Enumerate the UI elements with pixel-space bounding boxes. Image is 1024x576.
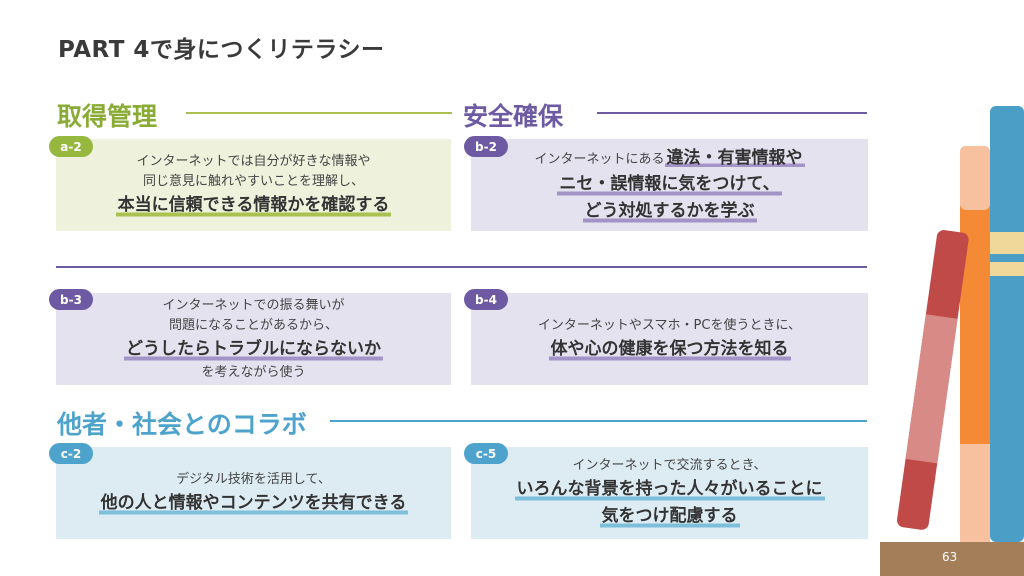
book-teal [990, 106, 1024, 542]
card-c2: デジタル技術を活用して、 他の人と情報やコンテンツを共有できる [56, 447, 451, 539]
card-text-line: インターネットで交流するとき、 [572, 458, 767, 473]
card-emphasis: 体や心の健康を保つ方法を知る [548, 336, 791, 362]
card-a2: インターネットでは自分が好きな情報や 同じ意見に触れやすいことを理解し、 本当に… [56, 139, 451, 231]
card-emphasis: どう対処するかを学ぶ [582, 198, 757, 224]
card-emphasis: いろんな背景を持った人々がいることに [514, 477, 825, 502]
card-text-line: インターネットでは自分が好きな情報や [136, 153, 371, 169]
badge-b2: b-2 [464, 136, 508, 157]
badge-a2: a-2 [49, 136, 93, 157]
card-text-line: 同じ意見に触れやすいことを理解し、 [142, 173, 364, 189]
shelf-base [880, 542, 1024, 576]
badge-b4: b-4 [464, 289, 508, 310]
card-b4: インターネットやスマホ・PCを使うときに、 体や心の健康を保つ方法を知る [471, 293, 868, 385]
card-text-line: を考えながら使う [201, 364, 306, 380]
book-orange-band [960, 146, 990, 210]
book-teal-band [990, 232, 1024, 254]
book-orange-band [960, 444, 990, 542]
badge-c2: c-2 [49, 443, 93, 464]
page-title: PART 4で身につくリテラシー [58, 37, 385, 63]
card-emphasis: 本当に信頼できる情報かを確認する [115, 192, 392, 218]
section-divider-acquire [186, 112, 452, 114]
card-mixed-line: インターネットにある違法・有害情報や [534, 146, 805, 171]
page-number: 63 [942, 550, 957, 564]
card-emphasis: 気をつけ配慮する [599, 504, 740, 529]
card-emphasis: ニセ・誤情報に気をつけて、 [557, 171, 782, 197]
row-divider [56, 266, 867, 268]
books-illustration: 63 [880, 106, 1024, 576]
section-heading-safety: 安全確保 [463, 102, 564, 131]
card-b3: インターネットでの振る舞いが 問題になることがあるから、 どうしたらトラブルにな… [56, 293, 451, 385]
badge-c5: c-5 [464, 443, 508, 464]
card-text-line: インターネットでの振る舞いが [162, 297, 345, 313]
card-text-line: インターネットやスマホ・PCを使うときに、 [537, 317, 802, 333]
card-text-line: インターネットにある [534, 151, 665, 167]
section-heading-acquire: 取得管理 [57, 102, 158, 131]
card-text-line: デジタル技術を活用して、 [176, 471, 331, 487]
section-divider-collab [330, 420, 867, 422]
card-emphasis: 他の人と情報やコンテンツを共有できる [98, 490, 409, 516]
card-c5: インターネットで交流するとき、 いろんな背景を持った人々がいることに 気をつけ配… [471, 447, 868, 539]
section-divider-safety [597, 112, 867, 114]
card-b2: インターネットにある違法・有害情報や ニセ・誤情報に気をつけて、 どう対処するか… [471, 139, 868, 231]
badge-b3: b-3 [49, 289, 93, 310]
card-emphasis: 違法・有害情報や [664, 147, 805, 168]
card-emphasis: どうしたらトラブルにならないか [124, 336, 383, 362]
section-heading-collab: 他者・社会とのコラボ [57, 410, 307, 439]
book-teal-band [990, 262, 1024, 276]
card-text-line: 問題になることがあるから、 [168, 317, 338, 333]
book-red-band [905, 314, 958, 464]
